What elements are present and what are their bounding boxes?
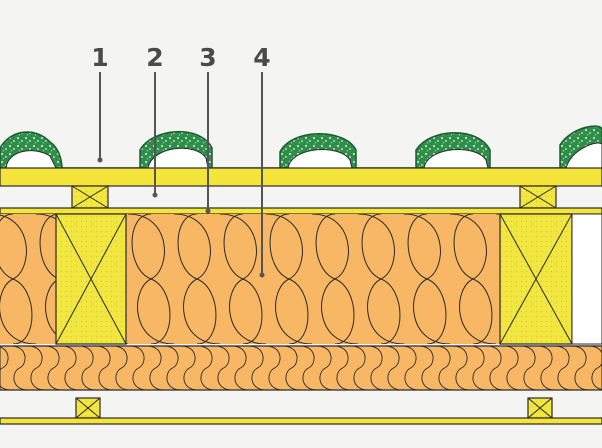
lower-insulation-line xyxy=(265,346,284,390)
lower-insulation-line xyxy=(146,346,165,390)
lower-batten-cross xyxy=(527,397,553,419)
lower-insulation-line xyxy=(333,346,352,390)
lower-insulation-line xyxy=(588,346,602,390)
lower-insulation-line xyxy=(418,346,437,390)
insulation-batt-line xyxy=(131,214,171,344)
lower-insulation-line xyxy=(503,346,522,390)
callout-label-1: 1 xyxy=(91,43,108,72)
top-batten-strip xyxy=(0,167,602,187)
insulation-batt-line xyxy=(315,214,355,344)
lower-batten-cross xyxy=(75,397,101,419)
lower-insulation-line xyxy=(367,346,386,390)
membrane-strip xyxy=(0,207,602,215)
lower-insulation-line xyxy=(452,346,471,390)
lower-insulation-line xyxy=(571,346,590,390)
lower-insulation-line xyxy=(299,346,318,390)
rafter-cross xyxy=(55,213,127,345)
lower-insulation-line xyxy=(486,346,505,390)
lower-insulation-layer xyxy=(0,346,602,390)
lower-insulation-line xyxy=(129,346,148,390)
lower-insulation-line xyxy=(180,346,199,390)
tile-hollow xyxy=(565,142,602,169)
lower-insulation-line xyxy=(537,346,556,390)
insulation-batt-line xyxy=(407,214,447,344)
ceiling-board xyxy=(0,417,602,425)
lower-insulation-batts xyxy=(0,346,602,390)
callout-dot-1 xyxy=(97,157,103,163)
rafters xyxy=(55,213,602,345)
counter-battens xyxy=(71,185,557,209)
lower-insulation-line xyxy=(231,346,250,390)
callout-dot-2 xyxy=(152,192,158,198)
lower-insulation-line xyxy=(384,346,403,390)
lower-battens xyxy=(75,397,553,419)
lower-insulation-line xyxy=(95,346,114,390)
callouts: 1 2 3 4 xyxy=(91,43,271,278)
lower-insulation-line xyxy=(316,346,335,390)
lower-insulation-line xyxy=(282,346,301,390)
insulation-batt-line xyxy=(177,214,217,344)
counter-batten-cross xyxy=(71,185,109,209)
tile-hollow xyxy=(287,149,353,169)
empty-cavity xyxy=(571,213,602,345)
lower-insulation-line xyxy=(350,346,369,390)
lower-insulation-line xyxy=(112,346,131,390)
tile-hollow xyxy=(423,149,489,169)
callout-label-3: 3 xyxy=(199,43,216,72)
insulation-batt-line xyxy=(269,214,309,344)
callout-dot-4 xyxy=(259,272,265,278)
rafter-cross xyxy=(499,213,573,345)
callout-label-4: 4 xyxy=(253,43,270,72)
callout-dot-3 xyxy=(205,208,211,214)
tile-hollow xyxy=(147,147,209,169)
insulation-batt-line xyxy=(223,214,263,344)
lower-insulation-line xyxy=(401,346,420,390)
lower-insulation-line xyxy=(248,346,267,390)
lower-insulation-line xyxy=(469,346,488,390)
lower-insulation-line xyxy=(78,346,97,390)
tile-hollow xyxy=(5,150,57,169)
lower-insulation-line xyxy=(214,346,233,390)
roof-tiles xyxy=(0,125,602,169)
lower-insulation-line xyxy=(10,346,29,390)
insulation-batt-line xyxy=(0,214,33,344)
lower-insulation-line xyxy=(44,346,63,390)
counter-batten-cross xyxy=(519,185,557,209)
insulation-batt-line xyxy=(453,214,493,344)
insulation-batt-line xyxy=(361,214,401,344)
lower-insulation-line xyxy=(435,346,454,390)
lower-insulation-line xyxy=(554,346,573,390)
lower-insulation-line xyxy=(27,346,46,390)
lower-insulation-line xyxy=(61,346,80,390)
lower-insulation-line xyxy=(0,346,12,390)
lower-insulation-line xyxy=(163,346,182,390)
lower-insulation-line xyxy=(520,346,539,390)
lower-insulation-line xyxy=(197,346,216,390)
callout-label-2: 2 xyxy=(146,43,163,72)
